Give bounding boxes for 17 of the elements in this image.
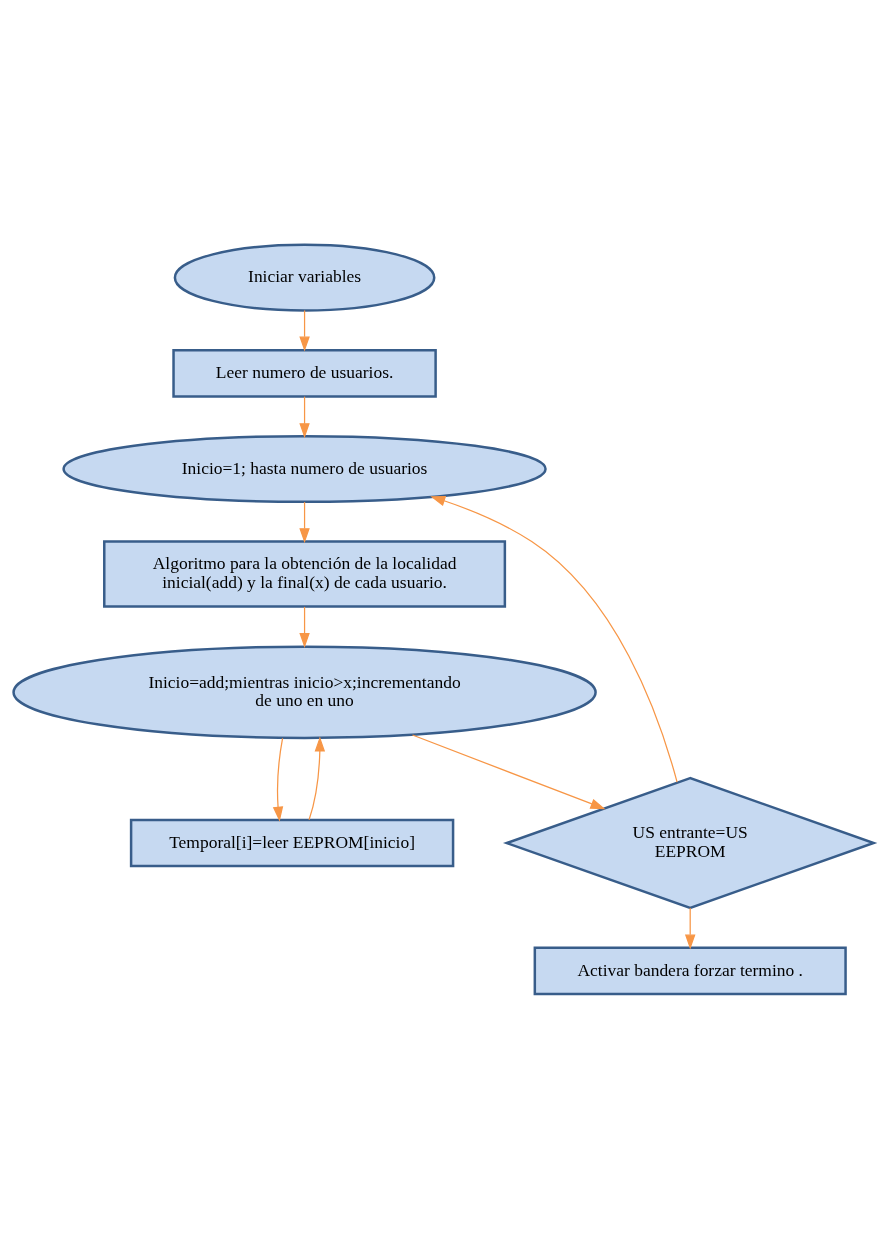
arrow: [272, 737, 284, 822]
node-ellipse: Inicio=1; hasta numero de usuarios: [62, 434, 547, 503]
node-ellipse: Iniciar variables: [173, 243, 436, 312]
arrow: [299, 605, 310, 648]
node-box: Algoritmo para la obtención de la localidad inicial(add) y la final(x) de cada usuario.: [103, 539, 507, 608]
arrow: [299, 309, 310, 352]
arrow: [684, 906, 696, 950]
arrow: [299, 501, 310, 543]
node-ellipse: Inicio=add;mientras inicio>x;incrementando de uno en uno: [12, 644, 597, 739]
arrow: [430, 495, 678, 783]
arrow: [308, 736, 326, 820]
node-box: Leer numero de usuarios.: [172, 348, 437, 398]
arrow: [299, 395, 310, 438]
node-box: Activar bandera forzar termino .: [533, 946, 847, 995]
arrow: [411, 733, 606, 809]
node-diamond: US entrante=US EEPROM: [503, 776, 878, 909]
node-box: Temporal[i]=leer EEPROM[inicio]: [129, 818, 455, 867]
